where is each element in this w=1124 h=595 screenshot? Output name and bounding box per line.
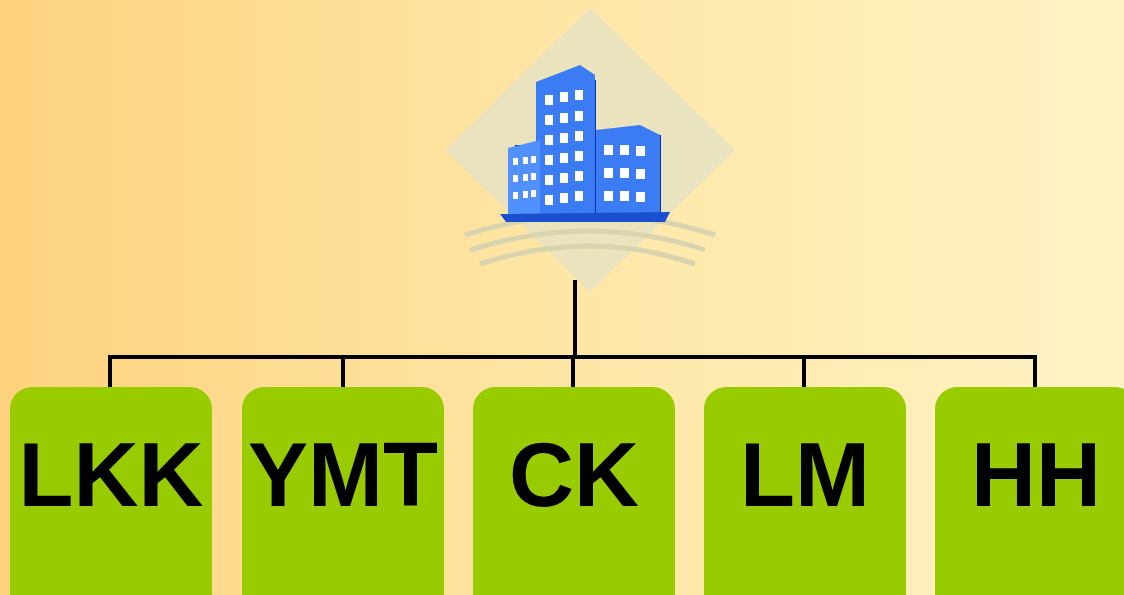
- building-icon: [445, 8, 735, 292]
- org-box: YMT: [242, 387, 444, 595]
- box-label: HH: [971, 430, 1101, 520]
- box-label: LKK: [19, 430, 204, 520]
- box-label: LM: [740, 430, 870, 520]
- box-label: CK: [509, 430, 639, 520]
- org-box: LKK: [10, 387, 212, 595]
- org-box: LM: [704, 387, 906, 595]
- org-box: CK: [473, 387, 675, 595]
- tree-lines: [108, 280, 1037, 390]
- box-label: YMT: [248, 430, 438, 520]
- org-box: HH: [935, 387, 1124, 595]
